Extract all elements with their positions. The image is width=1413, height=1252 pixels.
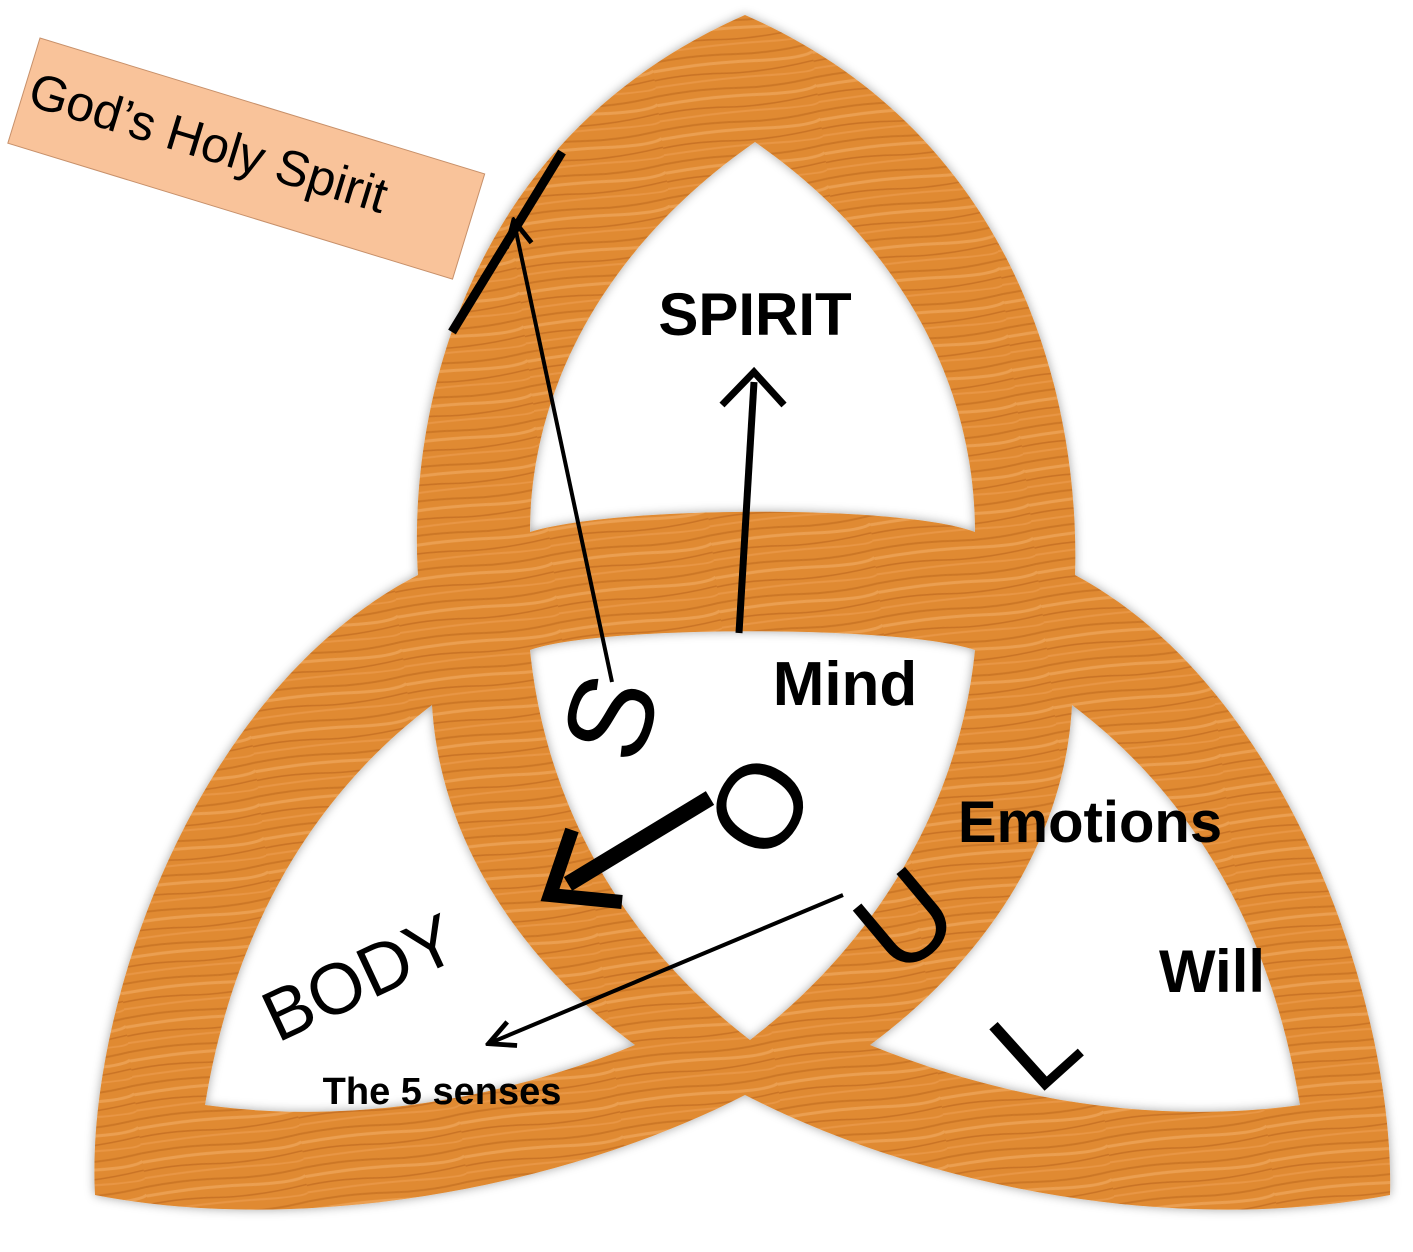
emotions-label: Emotions xyxy=(958,790,1222,855)
soul-letter-o: O xyxy=(679,731,842,881)
spirit-label: SPIRIT xyxy=(658,281,851,348)
senses-label: The 5 senses xyxy=(323,1071,562,1113)
will-label: Will xyxy=(1159,938,1265,1005)
mind-label: Mind xyxy=(773,650,918,719)
holy-spirit-label-box: God’s Holy Spirit xyxy=(8,38,485,279)
body-label: BODY xyxy=(250,899,469,1058)
soul-letter-s: S xyxy=(535,659,687,777)
